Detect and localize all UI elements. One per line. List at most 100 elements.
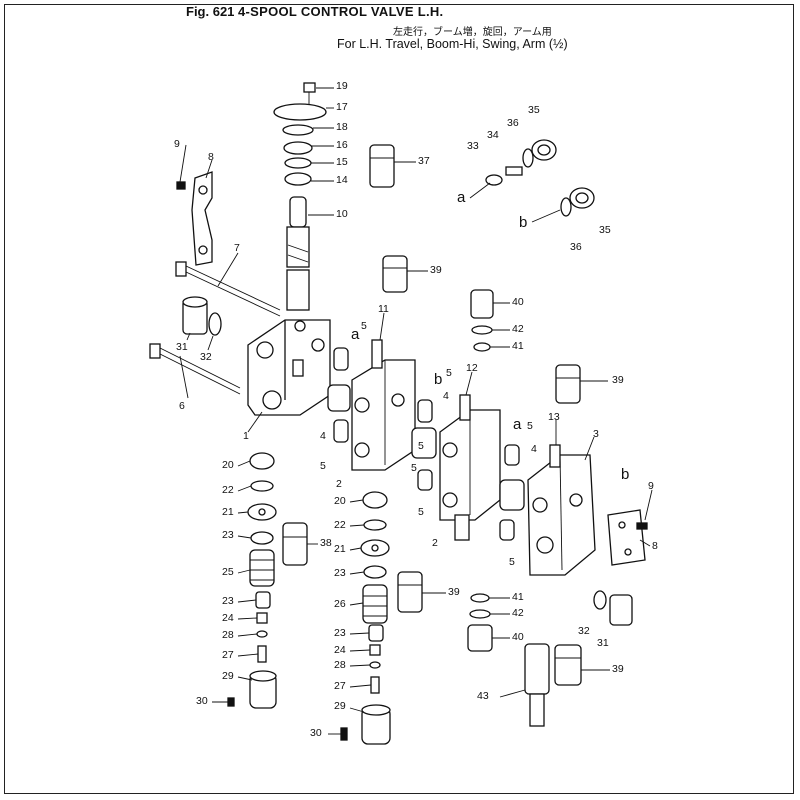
callout-39-right: 39 — [612, 374, 624, 386]
callout-31-right: 31 — [597, 637, 609, 649]
callout-29-left: 29 — [222, 670, 234, 682]
callout-28-left: 28 — [222, 629, 234, 641]
callout-25: 25 — [222, 566, 234, 578]
oring-36-top — [522, 148, 534, 168]
callout-6: 6 — [179, 400, 185, 412]
callout-29-mid: 29 — [334, 700, 346, 712]
callout-13: 13 — [548, 411, 560, 423]
english-subtitle: For L.H. Travel, Boom-Hi, Swing, Arm (½) — [337, 37, 568, 51]
figure-title: 4-SPOOL CONTROL VALVE L.H. — [238, 4, 444, 19]
callout-32-right: 32 — [578, 625, 590, 637]
spacer-24-left — [256, 612, 268, 624]
callout-37: 37 — [418, 155, 430, 167]
spacer-24-mid — [369, 644, 381, 656]
seat-23-mid-1 — [363, 565, 387, 579]
callout-4-b: 4 — [443, 390, 449, 402]
plug-35-mid — [569, 187, 595, 209]
callout-9: 9 — [174, 138, 180, 150]
callout-23-left-1: 23 — [222, 529, 234, 541]
callout-41-lower: 41 — [512, 591, 524, 603]
callout-4-a: 4 — [320, 430, 326, 442]
valve-39-top — [382, 255, 408, 293]
oring-32-right — [593, 590, 607, 610]
bolt-30-mid — [328, 727, 348, 741]
oring-22-left — [250, 480, 274, 492]
cap-29-left — [249, 670, 277, 709]
bolt-27-left — [257, 645, 267, 663]
callout-2-right: 2 — [432, 537, 438, 549]
oring-41-top — [473, 342, 491, 352]
callout-a-mid-1: a — [351, 326, 360, 343]
callout-19: 19 — [336, 80, 348, 92]
callout-18: 18 — [336, 121, 348, 133]
callout-b-right: b — [621, 466, 630, 483]
spring-34 — [505, 166, 523, 176]
bolt-27-mid — [370, 676, 380, 694]
gaskets-5 — [327, 347, 525, 541]
callout-22-mid: 22 — [334, 519, 346, 531]
bolt-19 — [303, 82, 316, 106]
callout-17: 17 — [336, 101, 348, 113]
oring-42-top — [471, 325, 493, 335]
plate-21-left — [247, 503, 277, 521]
ring-15 — [284, 157, 312, 169]
callout-24-left: 24 — [222, 612, 234, 624]
valve-section-2-right — [439, 394, 501, 541]
plug-35-top — [531, 139, 557, 161]
callout-38: 38 — [320, 537, 332, 549]
leader-lines — [179, 87, 653, 713]
callout-7: 7 — [234, 242, 240, 254]
callout-40-lower: 40 — [512, 631, 524, 643]
callout-39-top: 39 — [430, 264, 442, 276]
callout-15: 15 — [336, 156, 348, 168]
part-20-mid — [362, 491, 388, 509]
callout-39-bottom-right: 39 — [612, 663, 624, 675]
valve-43 — [524, 643, 550, 727]
callout-35-top: 35 — [528, 104, 540, 116]
callout-5-e: 5 — [527, 420, 533, 432]
seat-23-left-1 — [250, 531, 274, 545]
callout-30-left: 30 — [196, 695, 208, 707]
callout-24-mid: 24 — [334, 644, 346, 656]
callout-23-left-2: 23 — [222, 595, 234, 607]
valve-40-top — [470, 289, 494, 319]
oring-42-lower — [469, 609, 491, 619]
callout-27-left: 27 — [222, 649, 234, 661]
callout-21-mid: 21 — [334, 543, 346, 555]
callout-32-left: 32 — [200, 351, 212, 363]
callout-8-right: 8 — [652, 540, 658, 552]
valve-39-lower — [397, 571, 423, 613]
callout-14: 14 — [336, 174, 348, 186]
callout-5-a: 5 — [361, 320, 367, 332]
callout-5-b: 5 — [320, 460, 326, 472]
callout-35-mid: 35 — [599, 224, 611, 236]
callout-26: 26 — [334, 598, 346, 610]
callout-2-left: 2 — [336, 478, 342, 490]
callout-1: 1 — [243, 430, 249, 442]
oring-32-left — [208, 312, 222, 336]
callout-30-mid: 30 — [310, 727, 322, 739]
callout-31-left: 31 — [176, 341, 188, 353]
callout-23-mid-1: 23 — [334, 567, 346, 579]
callout-4-c: 4 — [531, 443, 537, 455]
plate-21-mid — [360, 539, 390, 557]
bolt-30-left — [212, 697, 235, 707]
callout-9-right: 9 — [648, 480, 654, 492]
tie-bolt-7 — [175, 261, 281, 317]
callout-42-lower: 42 — [512, 607, 524, 619]
callout-40-top: 40 — [512, 296, 524, 308]
valve-39-bottom-right — [554, 644, 582, 686]
part-20-left — [249, 452, 275, 470]
valve-section-3 — [527, 444, 596, 576]
callout-5-h: 5 — [418, 440, 424, 452]
callout-a-top: a — [457, 189, 466, 206]
seat-23-mid-2 — [368, 624, 384, 642]
seal-16 — [283, 141, 313, 155]
callout-27-mid: 27 — [334, 680, 346, 692]
callout-39-lower: 39 — [448, 586, 460, 598]
seat-23-left-2 — [255, 591, 271, 609]
callout-11: 11 — [378, 303, 389, 315]
callout-5-f: 5 — [418, 506, 424, 518]
callout-b-mid: b — [434, 371, 443, 388]
